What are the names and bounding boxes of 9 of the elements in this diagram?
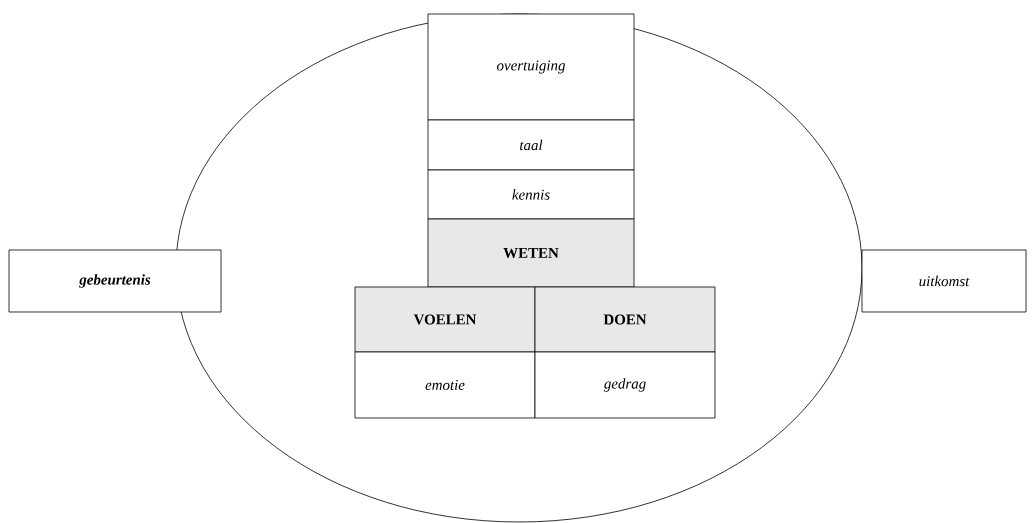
label-box: uitkomst xyxy=(861,249,1027,313)
label-box: emotie xyxy=(354,351,536,419)
label-box: gedrag xyxy=(534,351,716,419)
heading-box: DOEN xyxy=(534,286,716,353)
label-box: taal xyxy=(427,119,635,171)
heading-box: VOELEN xyxy=(354,286,536,353)
label-box: gebeurtenis xyxy=(8,249,222,313)
label-box: kennis xyxy=(427,169,635,220)
heading-box: WETEN xyxy=(427,218,635,288)
